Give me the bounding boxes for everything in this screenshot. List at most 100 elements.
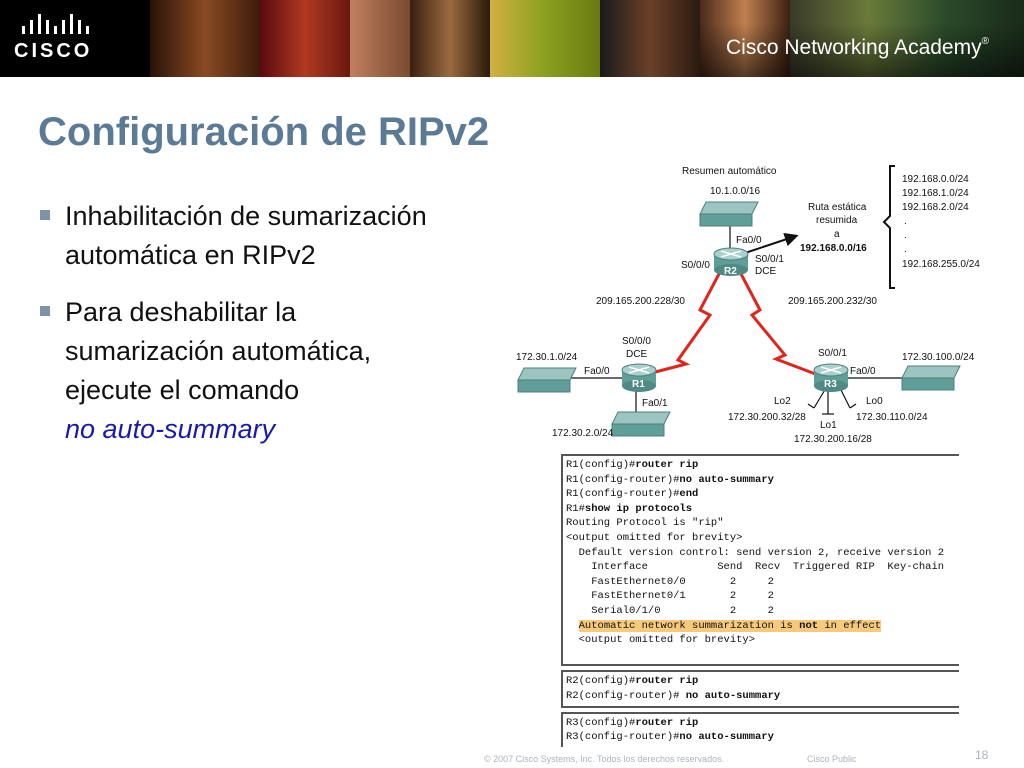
bullet-text: ejecute el comando bbox=[65, 375, 300, 405]
loopback-link bbox=[839, 387, 851, 409]
serial-link-r1-r2 bbox=[639, 271, 722, 378]
cisco-logo-text: CISCO bbox=[14, 40, 93, 62]
loopback-link bbox=[849, 403, 857, 409]
bullet-item: Para deshabilitar la sumarización automá… bbox=[40, 293, 480, 449]
console-block-r3: R3(config)#router rip R3(config-router)#… bbox=[561, 711, 959, 747]
r3-s001-label: S0/0/1 bbox=[818, 348, 847, 359]
r1-lan2-label: 172.30.2.0/24 bbox=[552, 428, 614, 439]
console-line: Routing Protocol is "rip" bbox=[566, 517, 724, 530]
r3-lan-label: 172.30.100.0/24 bbox=[902, 352, 975, 363]
static-route-label: resumida bbox=[816, 215, 858, 226]
footer-copyright: © 2007 Cisco Systems, Inc. Todos los der… bbox=[484, 754, 725, 764]
cisco-logo: CISCO bbox=[14, 14, 104, 64]
switch-icon bbox=[901, 365, 961, 391]
console-line: FastEthernet0/0 2 2 bbox=[566, 575, 774, 588]
banner-photo bbox=[350, 0, 410, 77]
network-entry: 192.168.255.0/24 bbox=[902, 259, 980, 270]
static-route-label: Ruta estática bbox=[808, 202, 867, 213]
switch-icon bbox=[611, 411, 671, 437]
bullet-text: Para deshabilitar la bbox=[65, 297, 297, 327]
serial-link-r2-r3 bbox=[738, 271, 827, 380]
console-line: Serial0/1/0 2 2 bbox=[566, 604, 774, 617]
network-entry: 192.168.0.0/24 bbox=[902, 174, 969, 185]
r2-s001-label: S0/0/1 bbox=[755, 254, 784, 265]
console-line: R2(config-router)# no auto-summary bbox=[566, 689, 781, 702]
summary-title: Resumen automático bbox=[682, 166, 777, 177]
bullet-text: automática en RIPv2 bbox=[65, 240, 316, 270]
console-line: R1(config-router)#end bbox=[566, 488, 699, 501]
switch-icon bbox=[517, 367, 577, 393]
r1-lan1-label: 172.30.1.0/24 bbox=[516, 352, 578, 363]
r2-dce-label: DCE bbox=[755, 266, 776, 277]
r3-name: R3 bbox=[824, 379, 837, 390]
registered-mark: ® bbox=[981, 36, 989, 47]
r3-lo0-label: Lo0 bbox=[866, 396, 883, 407]
console-line: <output omitted for brevity> bbox=[566, 634, 756, 647]
router-icon bbox=[621, 363, 657, 392]
r1-fa1-label: Fa0/1 bbox=[642, 398, 668, 409]
page-number: 18 bbox=[975, 748, 989, 762]
r2-lan-label: 10.1.0.0/16 bbox=[710, 186, 760, 197]
r2-name: R2 bbox=[724, 266, 737, 277]
r1-name: R1 bbox=[632, 379, 645, 390]
bullet-text: sumarización automática, bbox=[65, 336, 372, 366]
console-block-r1: R1(config)#router rip R1(config-router)#… bbox=[561, 454, 959, 667]
console-line bbox=[566, 648, 959, 663]
link-right-label: 209.165.200.232/30 bbox=[788, 296, 877, 307]
network-brace bbox=[882, 165, 895, 289]
bullet-square-icon bbox=[40, 210, 50, 220]
network-entry: . bbox=[904, 216, 907, 227]
bullet-square-icon bbox=[40, 306, 50, 316]
banner-photo bbox=[490, 0, 600, 77]
bullet-list: Inhabilitación de sumarización automátic… bbox=[40, 197, 480, 467]
banner-photo bbox=[150, 0, 260, 77]
banner-shade bbox=[700, 0, 1024, 77]
r2-fa-label: Fa0/0 bbox=[736, 235, 762, 246]
r2-s000-label: S0/0/0 bbox=[681, 260, 710, 271]
r1-dce-label: DCE bbox=[626, 349, 647, 360]
console-line: R2(config)#router rip bbox=[566, 675, 699, 688]
bullet-item: Inhabilitación de sumarización automátic… bbox=[40, 197, 480, 275]
link-left-label: 209.165.200.228/30 bbox=[596, 296, 685, 307]
console-line: R1(config-router)#no auto-summary bbox=[566, 473, 774, 486]
console-line: FastEthernet0/1 2 2 bbox=[566, 590, 774, 603]
network-entry: . bbox=[904, 230, 907, 241]
r1-fa0-label: Fa0/0 bbox=[584, 366, 610, 377]
network-entry: 192.168.1.0/24 bbox=[902, 188, 969, 199]
console-line: <output omitted for brevity> bbox=[566, 531, 743, 544]
console-line: R3(config)#router rip bbox=[566, 716, 699, 729]
console-block-r2: R2(config)#router rip R2(config-router)#… bbox=[561, 670, 959, 708]
banner-photo bbox=[600, 0, 700, 77]
command-text: no auto-summary bbox=[65, 414, 276, 444]
static-route-arrow-icon bbox=[741, 232, 799, 255]
console-line: R3(config-router)#no auto-summary bbox=[566, 731, 774, 744]
console-line: R1(config)#router rip bbox=[566, 459, 699, 471]
r3-lo2-label: Lo2 bbox=[774, 396, 791, 407]
r3-lo1-label: Lo1 bbox=[820, 420, 837, 431]
network-entry: . bbox=[904, 244, 907, 255]
r3-lo1-net-label: 172.30.200.16/28 bbox=[794, 434, 872, 445]
console-line: R1#show ip protocols bbox=[566, 502, 693, 515]
console-line: Default version control: send version 2,… bbox=[566, 546, 945, 559]
bullet-text: Inhabilitación de sumarización bbox=[65, 201, 427, 231]
loopback-link bbox=[807, 403, 815, 409]
static-route-label: a bbox=[834, 229, 840, 240]
banner-photo bbox=[260, 0, 350, 77]
academy-text: Cisco Networking Academy bbox=[726, 36, 982, 59]
static-route-label: 192.168.0.0/16 bbox=[800, 243, 867, 254]
cisco-bridge-icon bbox=[22, 14, 89, 34]
academy-brand: Cisco Networking Academy® bbox=[726, 36, 989, 60]
r3-fa-label: Fa0/0 bbox=[850, 366, 876, 377]
router-icon bbox=[813, 363, 849, 392]
slide-title: Configuración de RIPv2 bbox=[38, 110, 490, 154]
header-banner: CISCO Cisco Networking Academy® bbox=[0, 0, 1024, 77]
console-line-highlight: Automatic network summarization is not i… bbox=[578, 619, 882, 632]
network-diagram: Resumen automático 10.1.0.0/16 Fa0/0 S0/… bbox=[516, 165, 980, 445]
footer-classification: Cisco Public bbox=[807, 754, 857, 764]
console-line: Interface Send Recv Triggered RIP Key-ch… bbox=[566, 561, 945, 574]
network-entry: 192.168.2.0/24 bbox=[902, 202, 969, 213]
switch-icon bbox=[699, 201, 759, 227]
r1-s000-label: S0/0/0 bbox=[622, 336, 651, 347]
r3-lo0-net-label: 172.30.110.0/24 bbox=[856, 412, 928, 423]
router-icon bbox=[713, 247, 749, 276]
